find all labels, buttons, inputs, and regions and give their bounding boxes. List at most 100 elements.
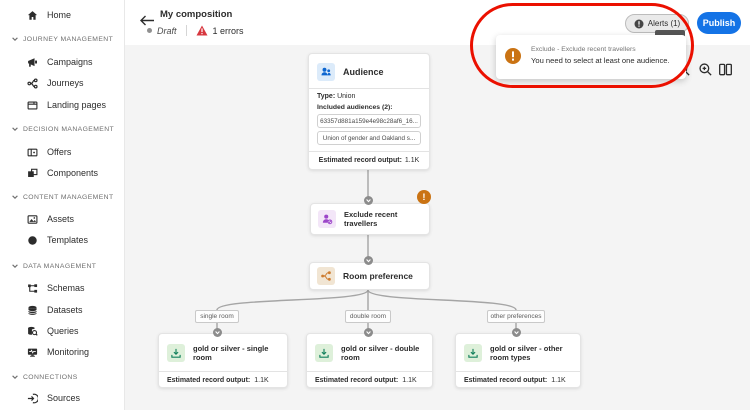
back-button[interactable] xyxy=(139,14,157,28)
sidebar-section-label: CONTENT MANAGEMENT xyxy=(23,193,114,201)
record-output-value: 1.1K xyxy=(551,376,566,384)
chevron-down-icon xyxy=(11,35,19,43)
sidebar-item-label: Offers xyxy=(47,147,72,157)
chevron-down-icon xyxy=(11,373,19,381)
draft-status-dot xyxy=(147,28,152,33)
offer-icon xyxy=(26,146,38,158)
node-title: gold or silver - other room types xyxy=(490,343,563,362)
alert-toast-title: Exclude - Exclude recent travellers xyxy=(531,46,636,53)
draft-status-label: Draft xyxy=(157,25,177,36)
record-output-label: Estimated record output: xyxy=(318,157,402,164)
megaphone-icon xyxy=(26,56,38,68)
collapse-connector[interactable] xyxy=(511,324,521,337)
sidebar-item-components[interactable]: Components xyxy=(26,165,98,181)
collapse-connector[interactable] xyxy=(363,324,373,337)
sidebar-section-label: DECISION MANAGEMENT xyxy=(23,125,115,133)
branch-icon xyxy=(26,77,38,89)
error-triangle-icon xyxy=(196,25,208,36)
save-audience-icon xyxy=(167,343,185,362)
components-icon xyxy=(26,167,38,179)
warning-circle-icon xyxy=(505,48,521,69)
sidebar-section-content-management[interactable]: CONTENT MANAGEMENT xyxy=(11,189,114,205)
chevron-down-icon xyxy=(11,125,19,133)
sidebar-item-assets[interactable]: Assets xyxy=(26,211,74,227)
sidebar-item-label: Home xyxy=(47,10,72,20)
sidebar-item-queries[interactable]: Queries xyxy=(26,323,79,339)
record-output-label: Estimated record output: xyxy=(464,376,548,384)
sidebar-item-home[interactable]: Home xyxy=(26,7,71,23)
sidebar-item-offers[interactable]: Offers xyxy=(26,144,71,160)
back-arrow-icon xyxy=(140,15,154,26)
exclude-node[interactable]: Exclude recent travellers xyxy=(310,203,430,235)
zoom-in-button[interactable] xyxy=(698,62,714,78)
node-title: Audience xyxy=(343,67,384,77)
chevron-down-icon xyxy=(363,255,373,265)
record-output: Estimated record output: 1.1K xyxy=(159,371,287,388)
audience-chip: 63357d881a159e4e98c28af6_16... xyxy=(317,114,421,128)
alert-circle-icon xyxy=(634,19,644,28)
collapse-connector[interactable] xyxy=(363,252,373,265)
home-icon xyxy=(26,9,38,21)
alert-toast-message: You need to select at least one audience… xyxy=(531,56,670,65)
browser-icon xyxy=(26,99,38,111)
sidebar-item-campaigns[interactable]: Campaigns xyxy=(26,54,93,70)
sidebar-item-label: Queries xyxy=(47,326,79,336)
sidebar-item-templates[interactable]: Templates xyxy=(26,232,88,248)
room-preference-node[interactable]: Room preference xyxy=(309,262,430,290)
sidebar-item-datasets[interactable]: Datasets xyxy=(26,302,83,318)
chevron-down-icon xyxy=(212,327,222,337)
sidebar-item-journeys[interactable]: Journeys xyxy=(26,75,84,91)
chevron-down-icon xyxy=(511,327,521,337)
sidebar-section-decision-management[interactable]: DECISION MANAGEMENT xyxy=(11,121,114,137)
sidebar-item-sources[interactable]: Sources xyxy=(26,390,80,406)
magnifier-plus-icon xyxy=(699,63,712,76)
leaf-node-header: gold or silver - double room xyxy=(307,334,432,371)
type-value: Union xyxy=(337,93,356,100)
sidebar-item-landing-pages[interactable]: Landing pages xyxy=(26,97,106,113)
page-title: My composition xyxy=(160,9,233,20)
alert-toast: Exclude - Exclude recent travellers You … xyxy=(496,35,686,79)
circle-icon xyxy=(26,234,38,246)
record-output-value: 1.1K xyxy=(404,157,420,164)
leaf-node-header: gold or silver - single room xyxy=(159,334,287,371)
sidebar-section-journey-management[interactable]: JOURNEY MANAGEMENT xyxy=(11,31,113,47)
sidebar-item-label: Templates xyxy=(47,235,89,245)
save-audience-node-double[interactable]: gold or silver - double room Estimated r… xyxy=(306,333,433,388)
sidebar-item-label: Components xyxy=(47,168,99,178)
divider xyxy=(309,88,429,89)
sidebar-item-monitoring[interactable]: Monitoring xyxy=(26,344,89,360)
database-icon xyxy=(26,304,38,316)
node-title: gold or silver - single room xyxy=(193,343,269,362)
type-label: Type: xyxy=(317,93,336,100)
save-audience-icon xyxy=(464,343,482,362)
record-output-label: Estimated record output: xyxy=(167,376,251,384)
audience-icon xyxy=(317,63,335,81)
sidebar-item-label: Journeys xyxy=(47,78,84,88)
audience-chip: Union of gender and Oakland s... xyxy=(317,131,421,145)
sidebar-item-label: Monitoring xyxy=(47,347,90,357)
sidebar-section-connections[interactable]: CONNECTIONS xyxy=(11,369,78,385)
schema-icon xyxy=(26,282,38,294)
source-icon xyxy=(26,392,38,404)
collapse-connector[interactable] xyxy=(212,324,222,337)
leaf-node-header: gold or silver - other room types xyxy=(456,334,580,371)
chevron-down-icon xyxy=(363,196,373,205)
collapse-connector[interactable] xyxy=(363,192,373,205)
minimap-button[interactable] xyxy=(718,62,734,78)
save-audience-icon xyxy=(315,343,333,362)
audience-node[interactable]: Audience Type: Union Included audiences … xyxy=(308,53,430,170)
sidebar-item-label: Sources xyxy=(47,393,81,403)
record-output: Estimated record output: 1.1K xyxy=(307,371,432,388)
sidebar-section-data-management[interactable]: DATA MANAGEMENT xyxy=(11,258,96,274)
exclude-audience-icon xyxy=(318,210,336,228)
sidebar-section-label: CONNECTIONS xyxy=(23,373,78,381)
publish-button[interactable]: Publish xyxy=(697,12,741,34)
image-icon xyxy=(26,213,38,225)
sidebar: Home JOURNEY MANAGEMENT Campaigns Journe… xyxy=(0,0,125,410)
sidebar-item-schemas[interactable]: Schemas xyxy=(26,280,85,296)
errors-count-label: 1 errors xyxy=(212,25,244,36)
save-audience-node-other[interactable]: gold or silver - other room types Estima… xyxy=(455,333,581,388)
save-audience-node-single[interactable]: gold or silver - single room Estimated r… xyxy=(158,333,288,388)
sidebar-item-label: Assets xyxy=(47,214,75,224)
node-error-badge: ! xyxy=(417,190,431,204)
